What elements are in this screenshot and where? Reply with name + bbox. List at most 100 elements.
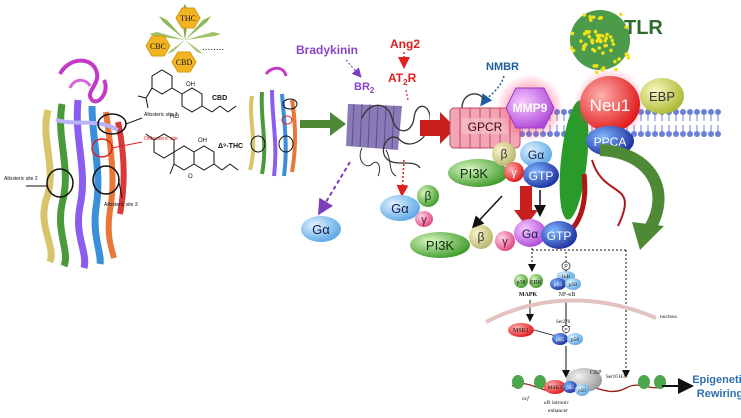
- tlr-ligand-dot: [579, 39, 583, 43]
- cbd-hex-label: CBD: [176, 58, 193, 67]
- tlr-ligand-dot: [590, 39, 594, 44]
- ang2-label: Ang2: [390, 37, 420, 51]
- lipid-head: [708, 109, 714, 115]
- br2-label: BR2: [354, 81, 375, 95]
- tlr-ligand-dot: [571, 48, 576, 53]
- lipid-head: [687, 109, 693, 115]
- tlr-label: TLR: [624, 17, 663, 39]
- tlr-ligand-dot: [588, 15, 592, 19]
- rewiring-label: Rewiring: [697, 388, 741, 400]
- pi3k-label-1: PI3K: [460, 166, 489, 181]
- lipid-head: [652, 131, 658, 137]
- tlr-ligand-dot: [608, 35, 613, 39]
- tlr-ligand-dot: [600, 34, 605, 38]
- g-alpha-label-4: Gα: [522, 227, 538, 241]
- tlr-ligand-dot: [613, 59, 617, 64]
- lipid-head: [638, 131, 644, 137]
- gamma-label-1: γ: [421, 214, 427, 226]
- tlr-ligand-dot: [593, 29, 598, 34]
- tlr-ligand-dot: [587, 34, 592, 39]
- nucleosome: [638, 375, 650, 389]
- ikb-label: IκB: [562, 274, 571, 280]
- tlr-ligand-dot: [605, 32, 609, 37]
- gpcr-label: GPCR: [468, 120, 503, 134]
- g-alpha-node-2: [380, 195, 420, 221]
- lipid-head: [708, 131, 714, 137]
- ser276-label: Ser276: [556, 320, 571, 325]
- mmp9-enzyme: [505, 87, 555, 129]
- lipid-head: [687, 131, 693, 137]
- thc-o-label: O: [188, 174, 193, 180]
- svg-text:p65: p65: [556, 337, 565, 343]
- nuclear-membrane: [485, 298, 657, 324]
- beta-node-1: [417, 185, 439, 207]
- svg-text:P: P: [564, 264, 568, 270]
- tlr-ligand-dot: [581, 47, 586, 51]
- cbd-structure-label: CBD: [212, 95, 227, 102]
- red-arrow-down: [514, 186, 538, 226]
- gamma-node-3: [495, 231, 515, 251]
- mapk-label: MAPK: [519, 292, 538, 298]
- tlr-ligand-dot: [582, 13, 587, 17]
- red-arrow-into-gpcr: [420, 112, 456, 144]
- lipid-head: [701, 131, 707, 137]
- msk1-label-2: MSK1: [548, 385, 563, 391]
- svg-text:p65: p65: [554, 282, 563, 288]
- tlr-ligand-dot: [570, 31, 575, 36]
- epigenetic-label: Epigenetic: [692, 374, 741, 386]
- kb-intronic-label: κB intronic: [544, 400, 569, 406]
- tlr-cluster: [569, 10, 633, 75]
- g-alpha-node-4: [514, 219, 546, 247]
- thc-oh-label: OH: [198, 138, 207, 144]
- g-alpha-node-3: [520, 141, 552, 167]
- green-curved-arrow: [599, 144, 665, 232]
- lipid-head: [680, 131, 686, 137]
- tlr-ligand-dot: [601, 51, 605, 55]
- thc-hex-label: THC: [180, 14, 196, 23]
- tlr-ligand-dot: [597, 46, 602, 50]
- nucleus-label: nucleus: [660, 314, 677, 320]
- tlr-ligand-dot: [569, 46, 574, 50]
- tlr-ligand-dot: [584, 29, 589, 34]
- lipid-head: [715, 131, 721, 137]
- beta-label-1: β: [425, 189, 432, 203]
- neu1-label: Neu1: [590, 96, 631, 115]
- lipid-head: [694, 131, 700, 137]
- p38-label: p38: [517, 280, 526, 286]
- lipid-head: [554, 131, 560, 137]
- tlr-ligand-dot: [624, 25, 629, 29]
- green-arrow-right: [300, 112, 346, 136]
- tlr-ligand-dot: [618, 12, 623, 17]
- pi3k-label-2: PI3K: [426, 238, 455, 253]
- enhancer-label: enhancer: [548, 408, 568, 414]
- cbc-hex-label: CBC: [150, 42, 166, 51]
- tlr-ligand-dot: [583, 42, 588, 47]
- gtp-node-1: [523, 162, 559, 188]
- svg-text:p50: p50: [571, 337, 580, 343]
- g-alpha-label-1: Gα: [312, 222, 330, 237]
- ebp-label: EBP: [649, 89, 675, 104]
- tlr-ligand-dot: [598, 33, 602, 38]
- thc-structure: [145, 133, 239, 175]
- at2r-label: AT2R: [388, 71, 417, 87]
- g-alpha-label-3: Gα: [528, 148, 544, 162]
- nmbr-label: NMBR: [486, 61, 519, 73]
- lipid-head: [680, 109, 686, 115]
- ncf-label: ncf: [522, 395, 530, 402]
- tlr-ligand-dot: [609, 48, 613, 53]
- delta9-thc-structure-label: Δ⁹-THC: [218, 143, 243, 150]
- allosteric-site-1-label: Allosteric site 1: [144, 112, 178, 118]
- cbd-ho-label: HO: [170, 114, 179, 120]
- tlr-ligand-dot: [592, 49, 597, 53]
- tlr-stalk: [559, 100, 589, 220]
- nucleosome: [512, 375, 524, 389]
- nfkb-pathway: p38 ERK MAPK P IκB p65 p50 NF-κB nucleus…: [485, 248, 677, 414]
- ser10-h3-label: Ser10 H3: [606, 375, 626, 380]
- ebp-protein: [640, 78, 684, 114]
- cbp-label: CBP: [590, 370, 602, 376]
- cbd-oh-label: OH: [186, 82, 195, 88]
- tlr-ligand-dot: [591, 15, 596, 19]
- g-alpha-node-1: [301, 216, 341, 242]
- svg-text:p65: p65: [566, 386, 574, 391]
- mmp9-label: MMP9: [513, 101, 548, 115]
